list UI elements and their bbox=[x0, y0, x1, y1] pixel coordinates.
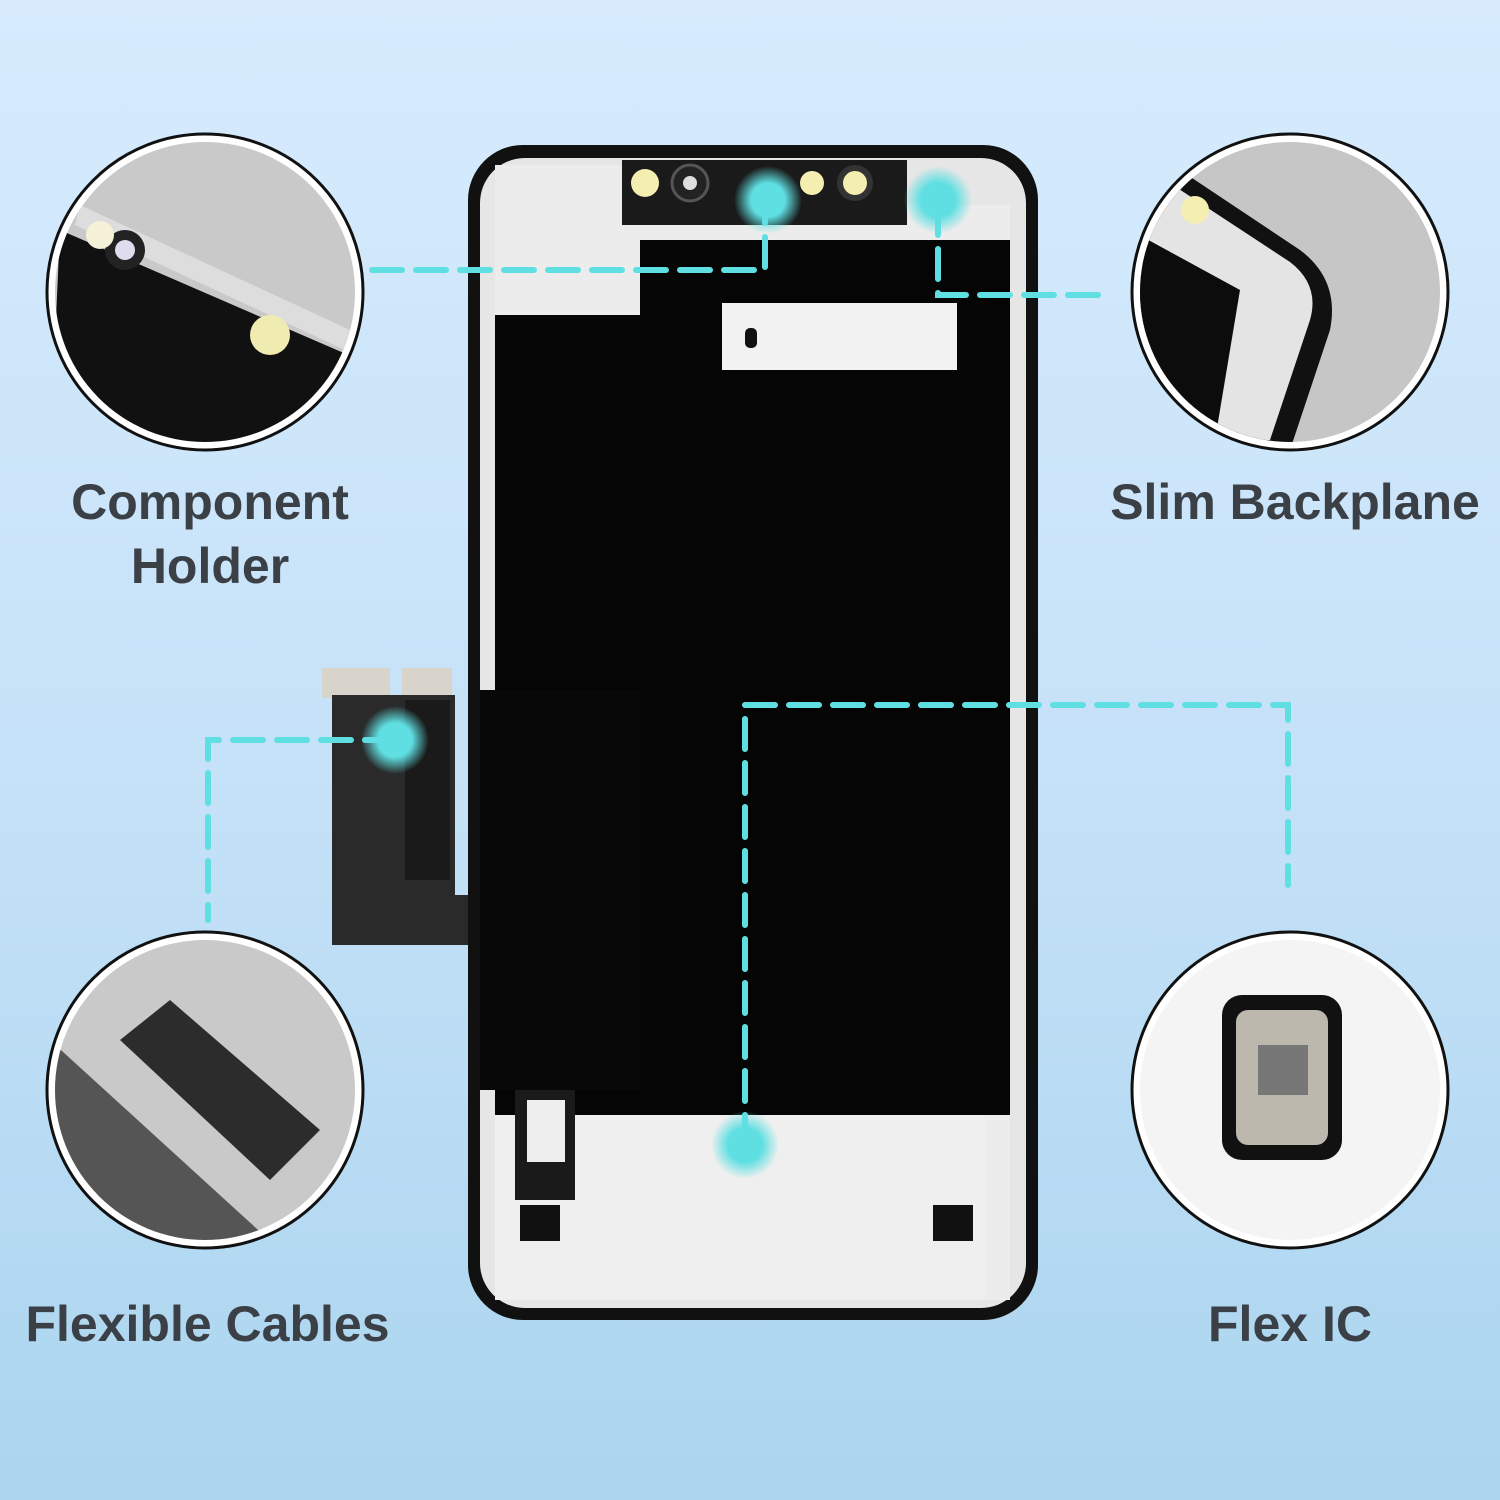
label-line: Flex IC bbox=[1208, 1296, 1372, 1352]
detail-circle-flex-ic bbox=[1130, 930, 1450, 1250]
label-slim-backplane: Slim Backplane bbox=[1100, 470, 1490, 534]
detail-circle-slim-backplane bbox=[1130, 132, 1450, 452]
label-flex-ic: Flex IC bbox=[1140, 1292, 1440, 1356]
label-flexible-cables: Flexible Cables bbox=[10, 1292, 405, 1356]
label-line: Component bbox=[71, 474, 349, 530]
detail-circle-component-holder bbox=[45, 132, 365, 452]
hotspot-component-holder bbox=[734, 166, 802, 234]
hotspot-markers[interactable] bbox=[361, 166, 972, 1179]
label-line: Slim Backplane bbox=[1110, 474, 1480, 530]
label-line: Holder bbox=[130, 538, 290, 594]
label-component-holder: Component Holder bbox=[30, 470, 390, 598]
detail-circle-flexible-cables bbox=[45, 930, 365, 1250]
phone-screen-assembly bbox=[468, 145, 1038, 1320]
label-line: Flexible Cables bbox=[25, 1296, 390, 1352]
hotspot-slim-backplane bbox=[904, 166, 972, 234]
hotspot-flex-ic bbox=[711, 1111, 779, 1179]
hotspot-flexible-cables bbox=[361, 706, 429, 774]
